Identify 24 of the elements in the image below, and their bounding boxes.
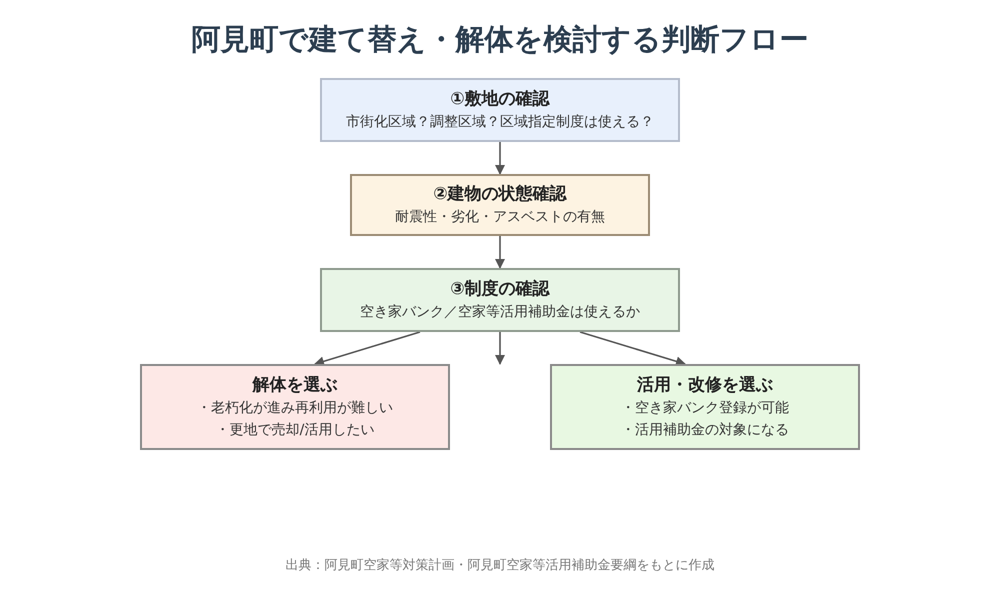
- process-box: [350, 174, 650, 236]
- box-text: ・老朽化が進み再利用が難しい: [197, 400, 393, 418]
- box-heading: 活用・改修を選ぶ: [637, 374, 773, 396]
- process-box: [320, 78, 680, 142]
- arrow: [314, 331, 420, 366]
- box-text: ・空き家バンク登録が可能: [621, 400, 789, 418]
- diagram-title: 阿見町で建て替え・解体を検討する判断フロー: [192, 21, 808, 58]
- box-heading: 解体を選ぶ: [252, 374, 338, 396]
- arrow: [580, 331, 686, 366]
- box-text: 空き家バンク／空家等活用補助金は使えるか: [360, 304, 640, 322]
- box-heading: ②建物の状態確認: [433, 184, 567, 205]
- box-text: 耐震性・劣化・アスベストの有無: [395, 208, 605, 226]
- box-heading: ③制度の確認: [450, 278, 550, 300]
- box-text: ・更地で売却/活用したい: [216, 422, 374, 440]
- arrow: [495, 332, 505, 365]
- box-text: ・活用補助金の対象になる: [621, 422, 789, 440]
- arrow: [495, 142, 505, 175]
- process-box: [140, 364, 450, 450]
- process-box: [550, 364, 860, 450]
- box-heading: ①敷地の確認: [450, 88, 550, 110]
- source-caption: 出典：阿見町空家等対策計画・阿見町空家等活用補助金要綱をもとに作成: [286, 557, 714, 575]
- process-box: [320, 268, 680, 332]
- arrow: [495, 236, 505, 269]
- box-text: 市街化区域？調整区域？区域指定制度は使える？: [346, 114, 654, 132]
